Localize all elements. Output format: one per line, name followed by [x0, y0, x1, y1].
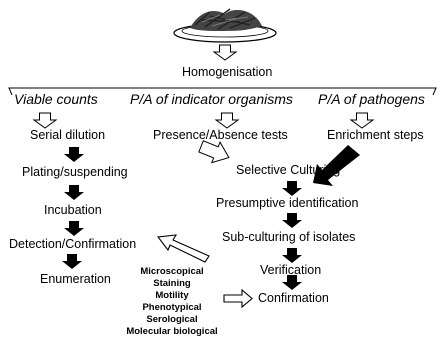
selective-culturing-step: Selective Culturing: [236, 163, 341, 177]
method-staining: Staining: [153, 278, 191, 289]
hollow-arrow-icon: [212, 44, 238, 61]
solid-arrow-icon: [62, 254, 82, 269]
solid-arrow-icon: [64, 185, 84, 200]
hollow-arrow-icon: [223, 288, 253, 309]
serial-dilution-step: Serial dilution: [30, 128, 106, 142]
method-microscopical: Microscopical: [140, 266, 204, 277]
hollow-arrow-icon: [349, 112, 375, 129]
presence-absence-tests-step: Presence/Absence tests: [153, 128, 288, 142]
method-molecular-biological: Molecular biological: [126, 326, 218, 337]
subculturing-step: Sub-culturing of isolates: [222, 230, 356, 244]
category-pathogens: P/A of pathogens: [318, 91, 425, 107]
category-indicator-organisms: P/A of indicator organisms: [130, 91, 293, 107]
solid-arrow-icon: [64, 147, 84, 162]
hollow-arrow-icon: [156, 234, 210, 263]
enrichment-steps-step: Enrichment steps: [327, 128, 424, 142]
hollow-arrow-icon: [214, 112, 240, 129]
solid-arrow-icon: [282, 248, 302, 263]
confirmation-step: Confirmation: [258, 291, 329, 305]
solid-arrow-icon: [64, 221, 84, 236]
hollow-arrow-icon: [198, 140, 230, 164]
presumptive-identification-step: Presumptive identification: [216, 196, 359, 210]
solid-arrow-icon: [282, 275, 302, 290]
method-phenotypical: Phenotypical: [142, 302, 202, 313]
plating-step: Plating/suspending: [22, 165, 128, 179]
homogenisation-label: Homogenisation: [182, 65, 273, 79]
sample-dish-icon: [173, 8, 277, 43]
method-serological: Serological: [146, 314, 198, 325]
category-viable-counts: Viable counts: [14, 91, 98, 107]
solid-arrow-icon: [313, 145, 360, 186]
method-motility: Motility: [155, 290, 189, 301]
solid-arrow-icon: [282, 213, 302, 228]
enumeration-step: Enumeration: [40, 272, 111, 286]
hollow-arrow-icon: [32, 112, 58, 129]
solid-arrow-icon: [282, 181, 302, 196]
incubation-step: Incubation: [44, 203, 102, 217]
verification-step: Verification: [260, 263, 322, 277]
detection-confirmation-step: Detection/Confirmation: [9, 237, 137, 251]
